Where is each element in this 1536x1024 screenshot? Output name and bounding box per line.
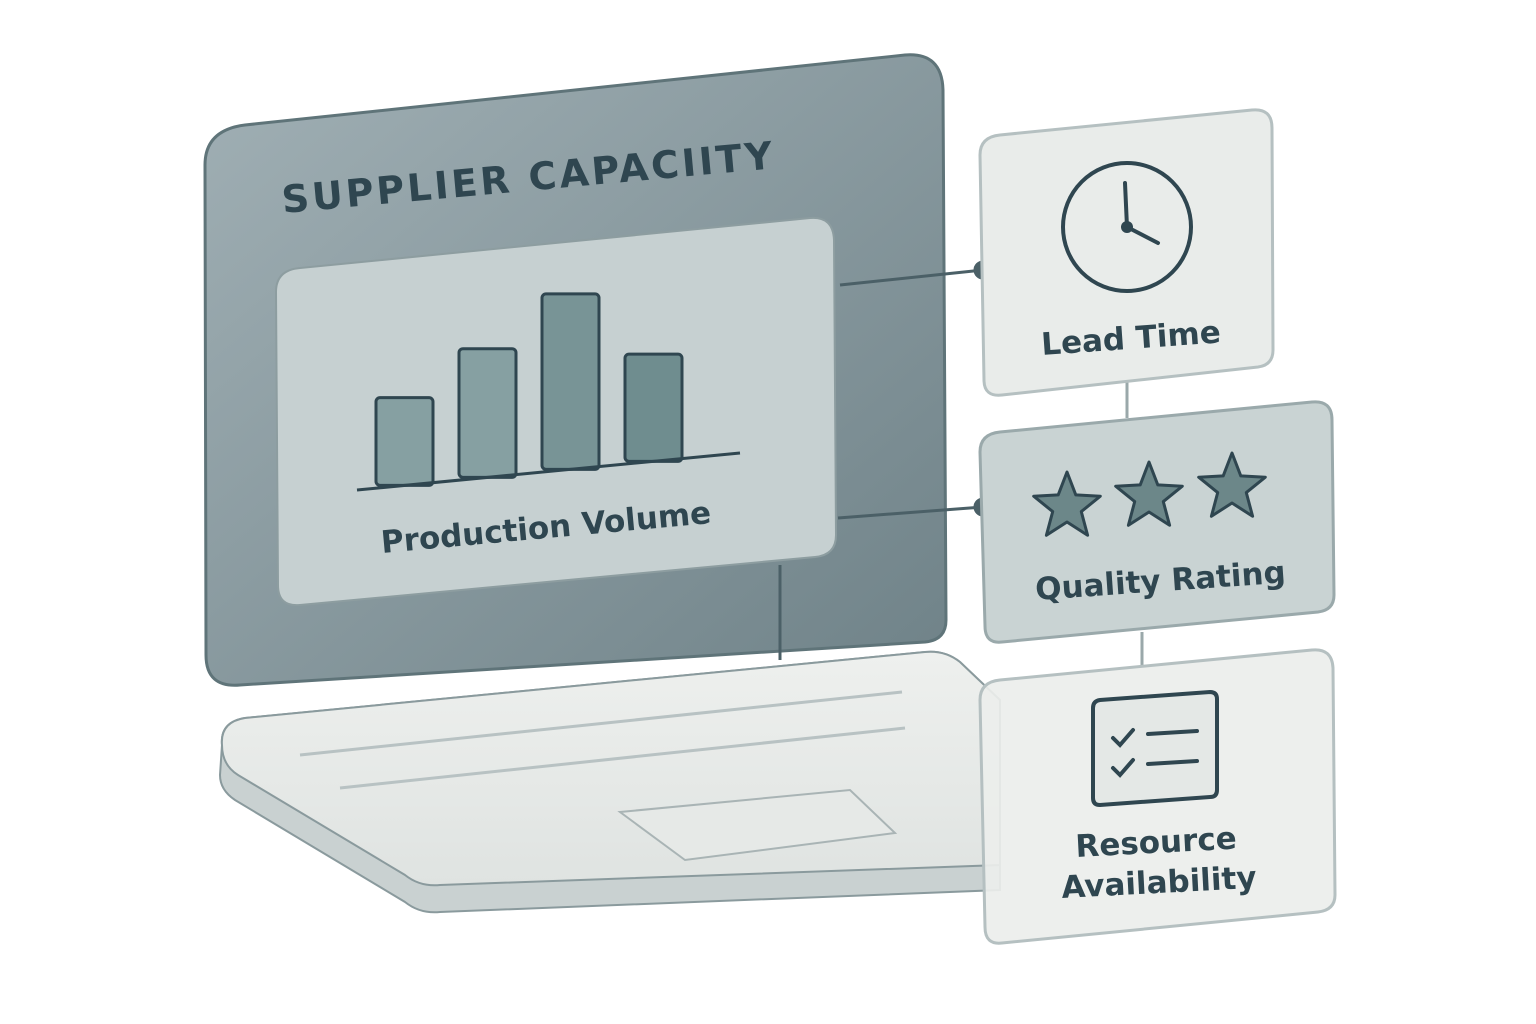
quality-rating-card[interactable]: Quality Rating: [978, 400, 1336, 644]
bar: [540, 292, 601, 471]
bar-chart: [374, 292, 684, 487]
resource-availability-card[interactable]: Resource Availability: [978, 648, 1337, 945]
bar: [623, 352, 684, 463]
clock-icon: [1061, 161, 1193, 293]
star-icon: [1197, 451, 1267, 518]
chart-baseline: [356, 451, 741, 492]
laptop-base: [218, 650, 1001, 914]
keyboard-line: [299, 690, 903, 757]
checklist-icon: [1091, 689, 1219, 808]
resource-label-line1: Resource: [1075, 821, 1238, 865]
star-icon: [1032, 470, 1102, 537]
lead-time-card[interactable]: Lead Time: [978, 108, 1275, 397]
star-icon: [1114, 460, 1184, 527]
star-rating: [1032, 451, 1267, 537]
production-volume-card[interactable]: Production Volume: [274, 216, 838, 607]
bar: [457, 347, 518, 479]
keyboard-line: [339, 726, 906, 790]
trackpad: [617, 788, 898, 862]
bar: [374, 396, 435, 487]
